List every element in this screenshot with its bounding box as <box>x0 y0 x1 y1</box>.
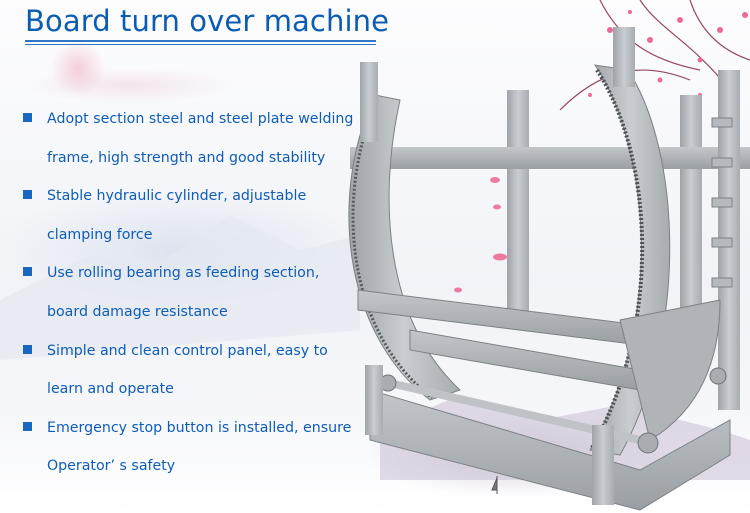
feature-line: Operator’ s safety <box>47 458 176 475</box>
square-bullet-icon <box>23 421 32 431</box>
feature-item: Adopt section steel and steel plate weld… <box>22 100 362 177</box>
feature-line: board damage resistance <box>47 303 228 320</box>
feature-line: Use rolling bearing as feeding section, <box>47 265 320 282</box>
feature-item: Use rolling bearing as feeding section, … <box>22 254 362 331</box>
square-bullet-icon <box>23 113 32 122</box>
board-turn-over-machine-illustration <box>348 27 750 511</box>
feature-item: Simple and clean control panel, easy to … <box>22 332 362 409</box>
sailboat-icon <box>491 476 498 494</box>
title-double-underline <box>25 40 376 45</box>
square-bullet-icon <box>23 267 32 277</box>
feature-line: Adopt section steel and steel plate weld… <box>47 111 354 127</box>
feature-list: Adopt section steel and steel plate weld… <box>22 100 362 486</box>
feature-line: clamping force <box>47 226 153 243</box>
square-bullet-icon <box>23 344 32 354</box>
feature-item: Emergency stop button is installed, ensu… <box>22 409 362 486</box>
feature-line: Stable hydraulic cylinder, adjustable <box>47 188 307 205</box>
feature-line: Emergency stop button is installed, ensu… <box>47 419 352 436</box>
feature-item: Stable hydraulic cylinder, adjustable cl… <box>22 177 362 254</box>
feature-line: learn and operate <box>47 381 174 398</box>
square-bullet-icon <box>23 190 32 200</box>
page-title: Board turn over machine <box>25 4 390 38</box>
feature-line: frame, high strength and good stability <box>47 149 326 166</box>
feature-line: Simple and clean control panel, easy to <box>47 342 328 359</box>
